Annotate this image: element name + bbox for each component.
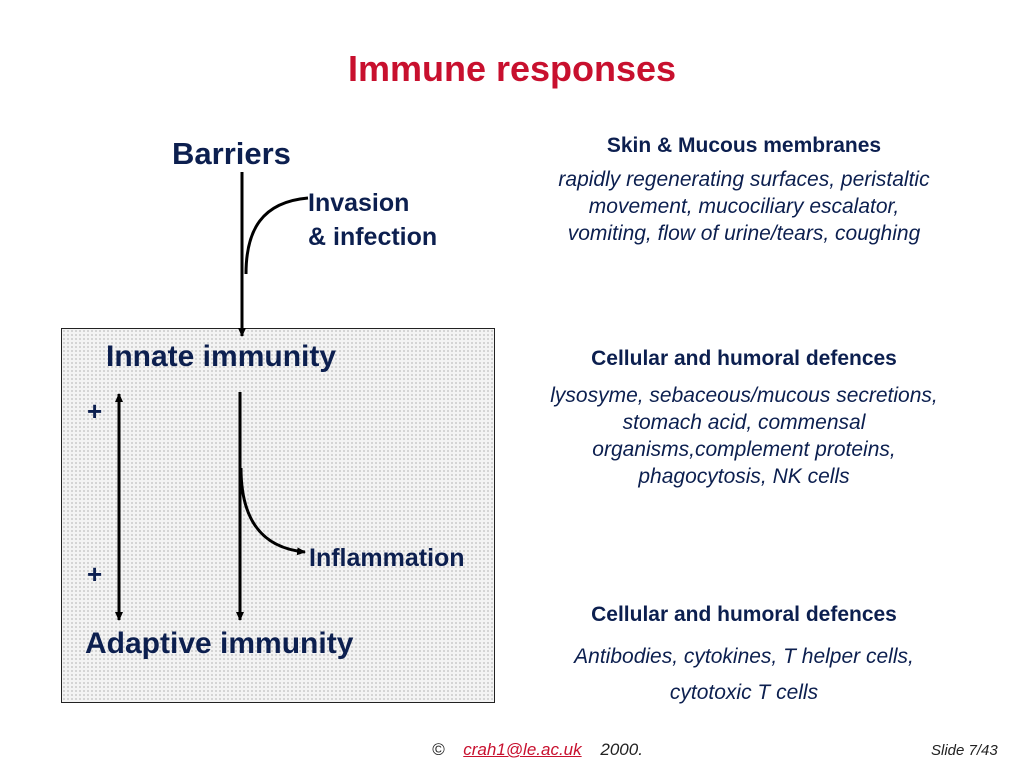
footer-email-link[interactable]: crah1@le.ac.uk — [463, 740, 582, 759]
footer-year: 2000. — [600, 740, 643, 759]
innate-info-panel: Cellular and humoral defences lysosyme, … — [494, 347, 994, 490]
panel-body: rapidly regenerating surfaces, peristalt… — [494, 166, 994, 247]
inflammation-label: Inflammation — [309, 544, 465, 572]
panel-line: movement, mucociliary escalator, — [588, 195, 900, 218]
inflammation-curve — [239, 467, 306, 556]
panel-line: cytotoxic T cells — [669, 681, 819, 704]
panel-line: organisms,complement proteins, — [592, 438, 896, 461]
adaptive-immunity-label: Adaptive immunity — [85, 627, 354, 660]
panel-line: stomach acid, commensal — [622, 411, 866, 434]
panel-heading: Skin & Mucous membranes — [606, 134, 882, 157]
plus-top-label: + — [87, 396, 103, 426]
barriers-info-panel: Skin & Mucous membranes rapidly regenera… — [494, 134, 994, 247]
panel-line: lysosyme, sebaceous/mucous secretions, — [550, 384, 938, 407]
panel-line: phagocytosis, NK cells — [638, 465, 850, 488]
footer-copyright: © crah1@le.ac.uk 2000. — [432, 740, 643, 760]
panel-body: lysosyme, sebaceous/mucous secretions, s… — [494, 382, 994, 490]
slide-number: Slide 7/43 — [931, 742, 998, 759]
invasion-label: Invasion & infection — [308, 186, 437, 254]
adaptive-info-panel: Cellular and humoral defences Antibodies… — [494, 603, 994, 711]
innate-immunity-label: Innate immunity — [106, 340, 337, 373]
panel-heading: Cellular and humoral defences — [591, 347, 897, 370]
invasion-line-1: Invasion — [308, 189, 410, 217]
panel-line: vomiting, flow of urine/tears, coughing — [567, 222, 921, 245]
invasion-curve — [244, 196, 309, 275]
panel-line: Antibodies, cytokines, T helper cells, — [574, 645, 914, 668]
immunity-box — [61, 328, 495, 703]
invasion-line-2: & infection — [308, 223, 438, 251]
slide-title: Immune responses — [347, 48, 677, 89]
barriers-label: Barriers — [172, 136, 291, 171]
panel-heading: Cellular and humoral defences — [591, 603, 897, 626]
panel-line: rapidly regenerating surfaces, peristalt… — [558, 168, 930, 191]
copyright-symbol: © — [432, 740, 445, 759]
plus-bottom-label: + — [87, 559, 103, 589]
panel-body: Antibodies, cytokines, T helper cells, c… — [494, 639, 994, 711]
